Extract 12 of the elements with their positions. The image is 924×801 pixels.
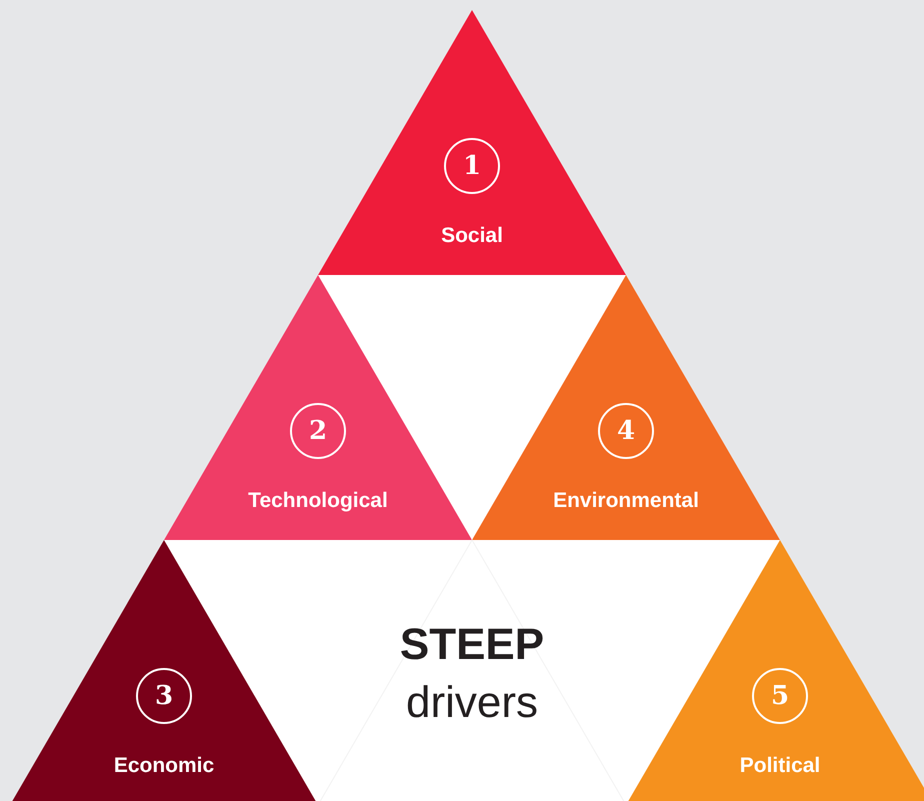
driver-label: Economic [114,754,214,778]
number-circle: 3 [136,668,192,724]
driver-label: Political [740,754,820,778]
number-circle: 4 [598,403,654,459]
number-circle: 1 [444,138,500,194]
driver-label: Social [441,224,503,248]
number-circle: 5 [752,668,808,724]
subheading: drivers [406,678,538,728]
driver-label: Technological [248,489,388,513]
heading: STEEP [400,620,544,670]
driver-label: Environmental [553,489,699,513]
number-circle: 2 [290,403,346,459]
